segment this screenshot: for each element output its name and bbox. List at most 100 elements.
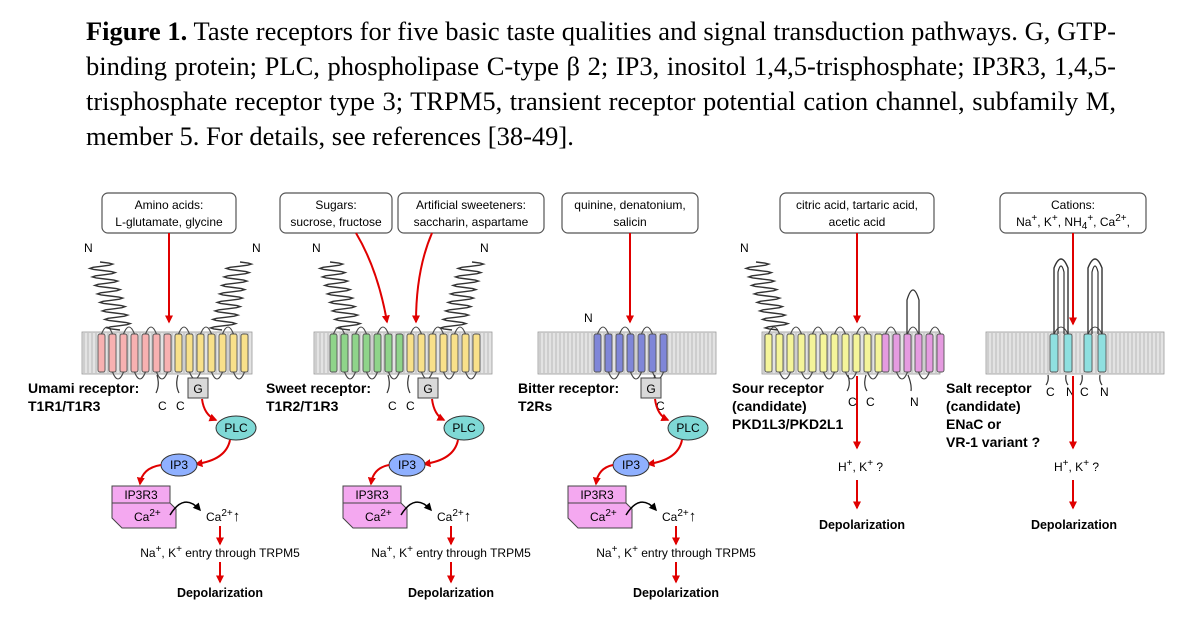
ligand-umami: Amino acids: L-glutamate, glycine <box>101 192 237 234</box>
ip3r3-label-bitter: IP3R3 <box>580 488 614 502</box>
receptor-salt-line2: (candidate) <box>946 398 1021 414</box>
ligand-arrows <box>165 232 1077 326</box>
sweet-t1r2-helix <box>351 333 360 373</box>
bitter-t2r-helix <box>615 333 624 373</box>
sour-pkd2l1-helix <box>903 333 912 373</box>
sour-pkd1l3-helix <box>830 333 839 373</box>
umami-t1r1-helix <box>163 333 172 373</box>
plc-label-sweet: PLC <box>452 421 476 435</box>
extracellular-domains <box>87 258 1103 334</box>
sour-pkd2l1-helix <box>881 333 890 373</box>
c-terminal-salt-1: C <box>1046 385 1055 399</box>
n-terminal-sweet-2: N <box>480 241 489 255</box>
ca-release-umami: Ca2+↑ <box>206 508 240 525</box>
sour-depolarization: Depolarization <box>819 518 905 532</box>
umami-t1r3-helix <box>196 333 205 373</box>
sour-pkd1l3-helix <box>874 333 883 373</box>
figure-label: Figure 1. <box>86 16 188 46</box>
n-terminal-umami-1: N <box>84 241 93 255</box>
umami-t1r3-helix <box>218 333 227 373</box>
ligand-umami-title: Amino acids: <box>135 198 204 212</box>
depolarization-sweet: Depolarization <box>408 586 494 600</box>
salt-ions: H+, K+ ? <box>1054 458 1099 474</box>
sour-ions: H+, K+ ? <box>838 458 883 474</box>
receptor-bitter-line1: Bitter receptor: <box>518 380 619 396</box>
plc-sweet <box>443 415 485 441</box>
n-terminal-sour-2: N <box>910 395 919 409</box>
sweet-t1r2-helix <box>384 333 393 373</box>
ligand-artificial-sweeteners: Artificial sweeteners: saccharin, aspart… <box>397 192 545 234</box>
bitter-t2r-helix <box>604 333 613 373</box>
receptor-labels: Umami receptor: T1R1/T1R3 Sweet receptor… <box>28 380 1040 450</box>
depolarization-umami: Depolarization <box>177 586 263 600</box>
salt-enac-2-helix <box>1097 333 1107 373</box>
c-terminal-sweet-2: C <box>406 399 415 413</box>
sweet-t1r3-helix <box>439 333 448 373</box>
plc-label-bitter: PLC <box>676 421 700 435</box>
c-terminal-salt-2: C <box>1080 385 1089 399</box>
ligand-sugars: Sugars: sucrose, fructose <box>279 192 393 234</box>
ligand-salt: Cations: Na+, K+, NH4+, Ca2+, <box>999 192 1147 234</box>
ip3-label-umami: IP3 <box>170 458 188 472</box>
sour-pkd1l3-helix <box>819 333 828 373</box>
figure-caption: Figure 1. Taste receptors for five basic… <box>86 14 1116 154</box>
c-terminal-sour-2: C <box>866 395 875 409</box>
n-terminal-salt-1: N <box>1066 385 1075 399</box>
sweet-t1r3-helix <box>428 333 437 373</box>
c-terminal-sour-1: C <box>848 395 857 409</box>
receptor-sour-line3: PKD1L3/PKD2L1 <box>732 416 843 432</box>
trpm5-entry-sweet: Na+, K+ entry through TRPM5 <box>371 544 531 560</box>
salt-enac-1-helix <box>1063 333 1073 373</box>
receptor-sweet-line1: Sweet receptor: <box>266 380 371 396</box>
receptor-salt-line1: Salt receptor <box>946 380 1032 396</box>
bitter-t2r-helix <box>637 333 646 373</box>
n-terminal-bitter: N <box>584 311 593 325</box>
sour-pkd1l3-helix <box>863 333 872 373</box>
ca-release-bitter: Ca2+↑ <box>662 508 696 525</box>
sweet-t1r3-helix <box>450 333 459 373</box>
umami-t1r3-helix <box>185 333 194 373</box>
umami-t1r1-helix <box>130 333 139 373</box>
sour-pkd1l3-helix <box>797 333 806 373</box>
ip3-label-sweet: IP3 <box>398 458 416 472</box>
salt-depolarization: Depolarization <box>1031 518 1117 532</box>
g-label-umami: G <box>193 382 202 396</box>
sweet-t1r3-helix <box>417 333 426 373</box>
c-terminal-umami-2: C <box>176 399 185 413</box>
sour-pkd2l1-helix <box>936 333 945 373</box>
n-terminal-umami-2: N <box>252 241 261 255</box>
c-terminal-bitter: C <box>656 399 665 413</box>
trpm5-entry-umami: Na+, K+ entry through TRPM5 <box>140 544 300 560</box>
g-protein-umami <box>187 377 209 399</box>
ip3r3-sweet <box>342 485 408 529</box>
plc-bitter <box>667 415 709 441</box>
ligand-salt-sub: Na+, K+, NH4+, Ca2+, <box>1016 213 1130 232</box>
ligand-salt-title: Cations: <box>1051 198 1095 212</box>
receptor-umami-line1: Umami receptor: <box>28 380 139 396</box>
g-protein-bitter <box>640 377 662 399</box>
n-terminal-sweet-1: N <box>312 241 321 255</box>
sour-pathway: H+, K+ ? Depolarization <box>819 376 905 532</box>
terminal-labels: N N N N N N C C C C C C C N C N C N <box>84 241 1109 413</box>
ligand-bitter-line2: salicin <box>613 215 646 229</box>
ip3r3-label-sweet: IP3R3 <box>355 488 389 502</box>
membrane-salt <box>985 331 1165 375</box>
ip3-label-bitter: IP3 <box>622 458 640 472</box>
umami-t1r1-helix <box>119 333 128 373</box>
sour-pkd2l1-helix <box>892 333 901 373</box>
umami-t1r3-helix <box>240 333 249 373</box>
ligand-umami-sub: L-glutamate, glycine <box>115 215 223 229</box>
g-label-sweet: G <box>423 382 432 396</box>
sour-pkd1l3-helix <box>841 333 850 373</box>
receptor-helices <box>97 333 1107 373</box>
n-terminal-sour: N <box>740 241 749 255</box>
n-terminal-salt-2: N <box>1100 385 1109 399</box>
sour-pkd1l3-helix <box>775 333 784 373</box>
ca-release-sweet: Ca2+↑ <box>437 508 471 525</box>
bitter-t2r-helix <box>659 333 668 373</box>
g-protein-sweet <box>417 377 439 399</box>
